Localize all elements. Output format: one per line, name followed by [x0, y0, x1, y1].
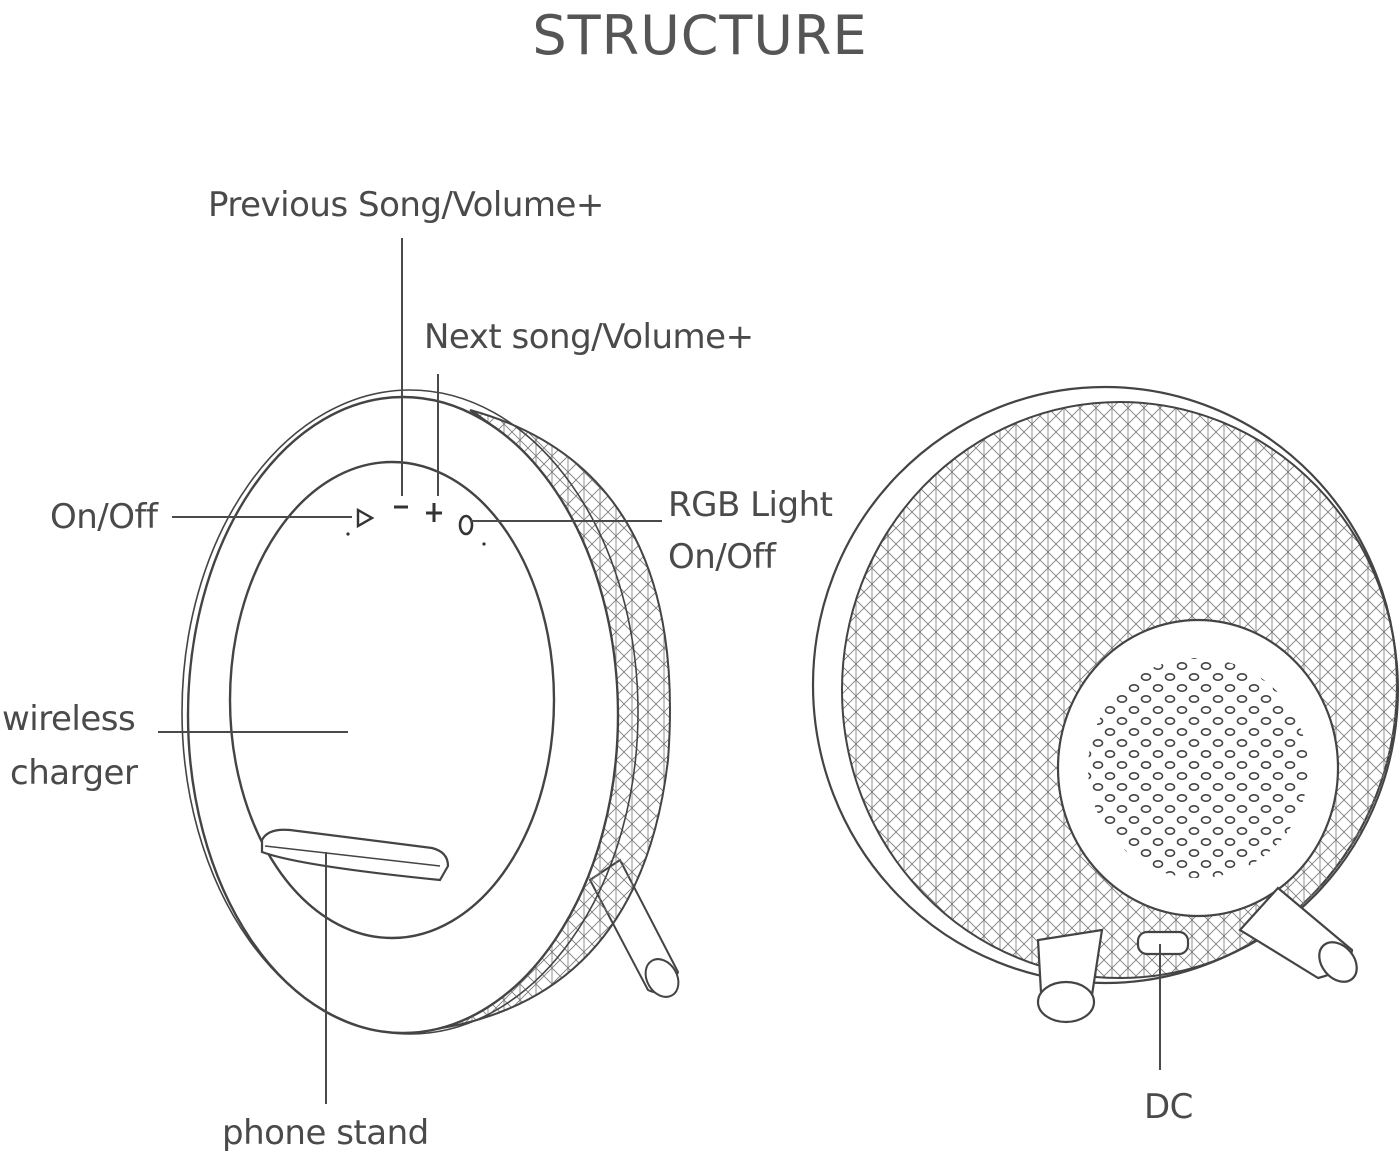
back-speaker-right-leg: [1238, 886, 1358, 983]
play-pause-icon: [356, 507, 375, 529]
label-dc: DC: [1144, 1087, 1193, 1127]
rear-port-holes: [1088, 658, 1308, 878]
label-rgb-light-line1: RGB Light: [668, 485, 833, 525]
light-icon: [458, 514, 474, 536]
front-speaker-buttons: [346, 503, 486, 546]
label-wireless-line1: wireless: [2, 699, 136, 739]
back-speaker-left-leg: [1036, 928, 1104, 1024]
label-wireless-line2: charger: [10, 753, 138, 793]
page-title: STRUCTURE: [532, 4, 868, 67]
label-next-song: Next song/Volume+: [424, 317, 754, 357]
plus-icon: [426, 503, 442, 522]
back-speaker: [811, 385, 1399, 1024]
label-on-off: On/Off: [50, 497, 158, 537]
label-previous-song: Previous Song/Volume+: [208, 185, 604, 225]
wireless-charger-pad: [228, 460, 556, 940]
dc-port: [1136, 930, 1190, 956]
label-rgb-light-line2: On/Off: [668, 537, 776, 577]
phone-stand-ledge: [260, 828, 450, 882]
label-phone-stand: phone stand: [222, 1113, 429, 1153]
front-speaker: [181, 389, 680, 1035]
